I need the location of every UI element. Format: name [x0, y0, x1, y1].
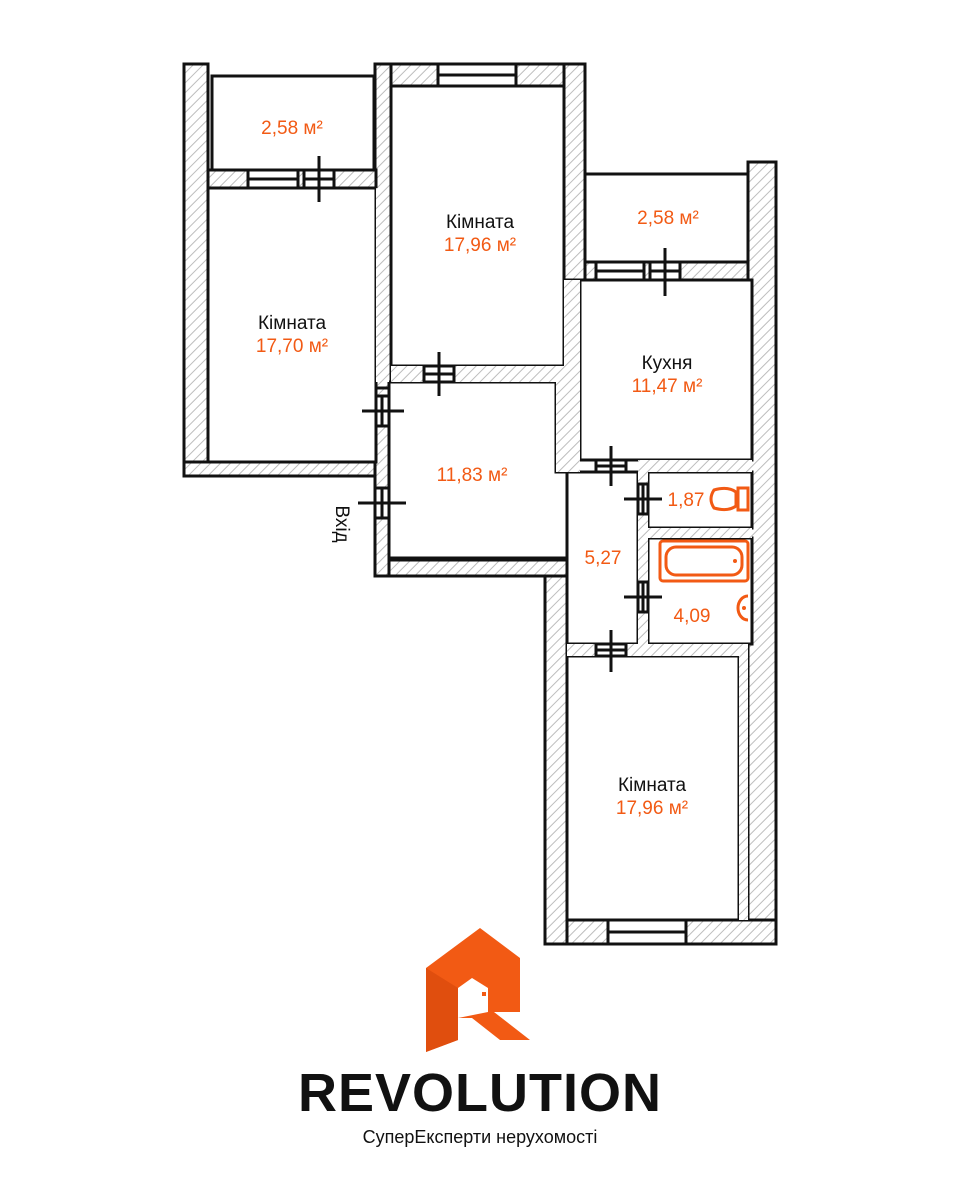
entrance-label: Вхід: [331, 505, 352, 542]
door-entrance: [358, 486, 406, 520]
room-top-name: Кімната: [446, 212, 514, 233]
balcony-right-room: [583, 172, 750, 264]
doors: [302, 156, 682, 672]
bathtub-icon: [658, 539, 750, 583]
bathroom-room: [646, 536, 754, 646]
room-top-area: 17,96 м²: [444, 235, 516, 256]
door-room-bottom: [594, 630, 628, 672]
door-toilet: [624, 482, 662, 516]
corridor-area: 5,27: [585, 548, 622, 569]
door-bathroom: [624, 580, 662, 614]
door-balcony-right: [648, 248, 682, 296]
brand-tagline: СуперЕксперти нерухомості: [362, 1127, 598, 1147]
hall-area: 11,83 м²: [437, 465, 508, 486]
balcony-right-area: 2,58 м²: [637, 208, 699, 229]
windows: [246, 62, 688, 946]
balcony-left-room: [210, 74, 376, 172]
bathroom-area: 4,09: [674, 606, 711, 627]
room-outlines: [206, 74, 754, 922]
room-left-area: 17,70 м²: [256, 336, 328, 357]
toilet-area: 1,87: [668, 490, 705, 511]
door-room-top: [422, 352, 456, 396]
outer-walls: [182, 62, 778, 946]
room-bottom-room: [565, 654, 741, 922]
brand-name: REVOLUTION: [297, 1063, 662, 1123]
room-labels: 2,58 м² Кімната 17,70 м² Кімната 17,96 м…: [256, 118, 711, 819]
kitchen-room: [578, 278, 754, 462]
room-bottom-area: 17,96 м²: [616, 798, 688, 819]
kitchen-name: Кухня: [642, 353, 693, 374]
room-bottom-name: Кімната: [618, 775, 686, 796]
toilet-icon: [709, 486, 750, 512]
door-room-left: [362, 394, 404, 428]
house-door-logo-icon: [426, 928, 530, 1052]
balcony-left-area: 2,58 м²: [261, 118, 323, 139]
room-left-name: Кімната: [258, 313, 326, 334]
door-kitchen: [594, 446, 628, 486]
kitchen-area: 11,47 м²: [632, 376, 703, 397]
room-left-room: [206, 186, 378, 464]
sink-icon: [736, 594, 749, 622]
door-balcony-left: [302, 156, 336, 202]
